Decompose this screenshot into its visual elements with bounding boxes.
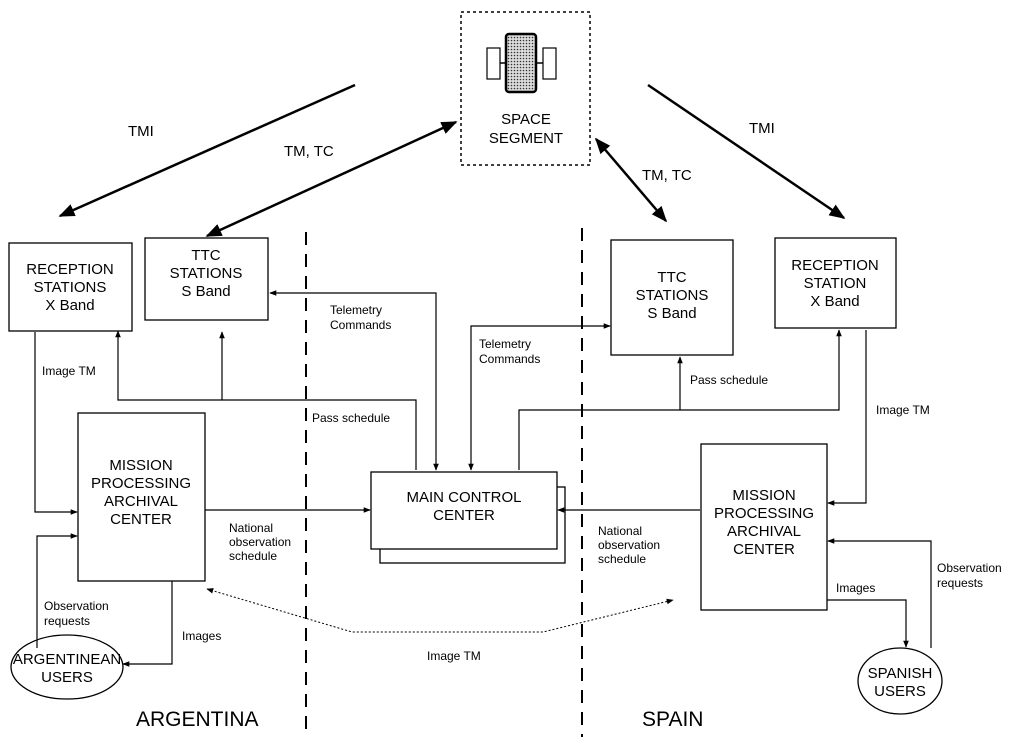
ttc-ar-line2: STATIONS <box>170 265 243 282</box>
tm-tc-right-label: TM, TC <box>642 167 692 184</box>
national-label-es: National <box>598 524 642 538</box>
main-control-line2: CENTER <box>433 507 495 524</box>
tmi-right-label: TMI <box>749 120 775 137</box>
pass-schedule-es-label: Pass schedule <box>690 373 768 387</box>
national-label-ar: National <box>229 521 273 535</box>
ttc-es-line3: S Band <box>647 305 696 322</box>
users-ar-line2: USERS <box>41 669 93 686</box>
images-es-arrow <box>827 599 909 648</box>
observation-requests-ar-line1: Observation <box>44 599 109 613</box>
commands-label-ar: Commands <box>330 318 391 332</box>
reception-ar-line1: RECEPTION <box>26 261 114 278</box>
tm-tc-right-arrow <box>594 137 668 223</box>
observation-requests-ar-arrow <box>36 533 78 648</box>
mpac-es-line2: PROCESSING <box>714 505 814 522</box>
reception-es-line2: STATION <box>804 275 867 292</box>
reception-es-line3: X Band <box>810 293 859 310</box>
image-tm-ar-label: Image TM <box>42 364 96 378</box>
tmi-left-label: TMI <box>128 123 154 140</box>
mpac-es-line4: CENTER <box>733 541 795 558</box>
observation-requests-ar-line2: requests <box>44 614 90 628</box>
image-tm-exchange-label: Image TM <box>427 649 481 663</box>
schedule-label-es: schedule <box>598 552 646 566</box>
observation-requests-es-arrow <box>827 538 932 648</box>
observation-requests-es-line1: Observation <box>937 561 1002 575</box>
telemetry-label-es: Telemetry <box>479 337 531 351</box>
telemetry-label-ar: Telemetry <box>330 303 382 317</box>
spain-label: SPAIN <box>642 708 703 731</box>
reception-ar-line3: X Band <box>45 297 94 314</box>
ttc-ar-line1: TTC <box>191 247 220 264</box>
telemetry-commands-ar-arrow <box>269 290 439 471</box>
users-es-line1: SPANISH <box>868 665 933 682</box>
images-ar-arrow <box>122 581 173 667</box>
mpac-ar-line3: ARCHIVAL <box>104 493 178 510</box>
images-es-label: Images <box>836 581 875 595</box>
ttc-es-line1: TTC <box>657 269 686 286</box>
observation-label-es: observation <box>598 538 660 552</box>
schedule-label-ar: schedule <box>229 549 277 563</box>
tmi-right-arrow <box>647 83 846 220</box>
satellite-icon <box>486 32 557 94</box>
main-control-line1: MAIN CONTROL <box>406 489 521 506</box>
space-segment-line2: SEGMENT <box>489 130 563 147</box>
image-tm-exchange-arrow <box>206 588 674 633</box>
tm-tc-left-arrow <box>205 120 458 238</box>
ttc-ar-line3: S Band <box>181 283 230 300</box>
observation-requests-es-line2: requests <box>937 576 983 590</box>
observation-label-ar: observation <box>229 535 291 549</box>
users-ar-line1: ARGENTINEAN <box>13 651 121 668</box>
images-ar-label: Images <box>182 629 221 643</box>
pass-schedule-ar-label: Pass schedule <box>312 411 390 425</box>
users-es-line2: USERS <box>874 683 926 700</box>
argentina-label: ARGENTINA <box>136 708 259 731</box>
space-segment-line1: SPACE <box>501 111 551 128</box>
mpac-es-line1: MISSION <box>732 487 795 504</box>
image-tm-es-arrow <box>827 330 867 506</box>
space-segment-node: SPACE SEGMENT <box>460 11 591 166</box>
reception-ar-line2: STATIONS <box>34 279 107 296</box>
image-tm-es-label: Image TM <box>876 403 930 417</box>
reception-es-line1: RECEPTION <box>791 257 879 274</box>
tm-tc-left-label: TM, TC <box>284 143 334 160</box>
pass-schedule-es-line <box>518 329 842 470</box>
mpac-ar-line1: MISSION <box>109 457 172 474</box>
telemetry-commands-es-arrow <box>468 323 611 471</box>
ttc-es-line2: STATIONS <box>636 287 709 304</box>
commands-label-es: Commands <box>479 352 540 366</box>
mpac-ar-line4: CENTER <box>110 511 172 528</box>
image-tm-ar-arrow <box>34 332 78 515</box>
mpac-es-line3: ARCHIVAL <box>727 523 801 540</box>
mpac-ar-line2: PROCESSING <box>91 475 191 492</box>
